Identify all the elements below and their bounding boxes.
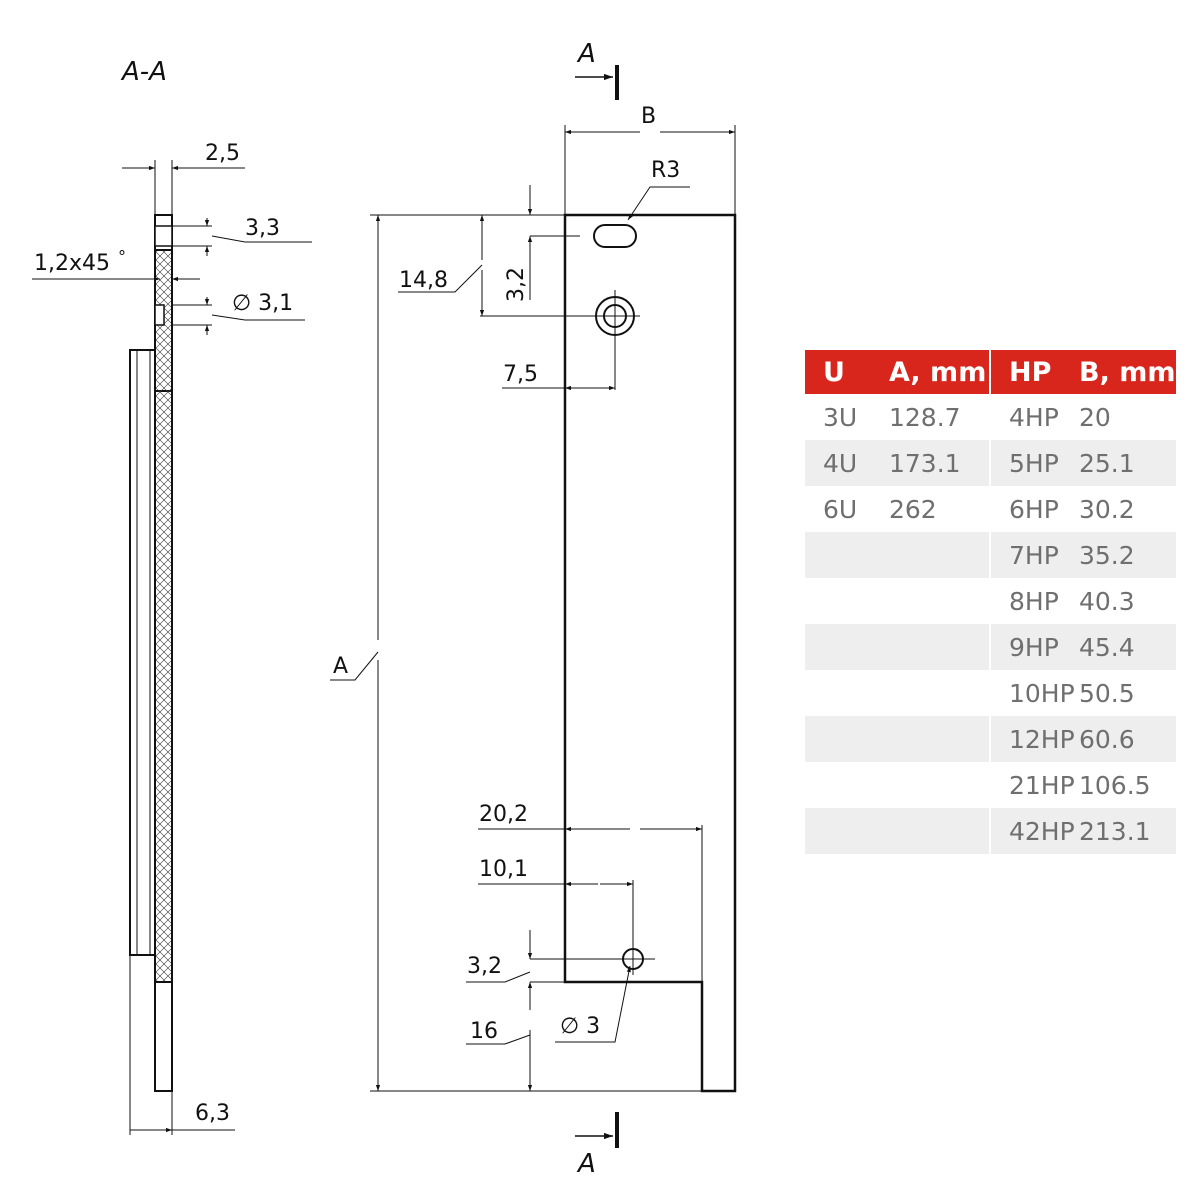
header-a: A, mm bbox=[889, 350, 990, 394]
cell-a: 262 bbox=[889, 494, 937, 524]
dim-notch-width: 20,2 bbox=[479, 802, 528, 827]
front-view: A A bbox=[330, 39, 737, 1179]
cell-u: 6U bbox=[823, 494, 858, 524]
dim-hole-x: 7,5 bbox=[503, 362, 538, 387]
cell-b: 60.6 bbox=[1079, 716, 1176, 762]
dim-slot-offset: 3,2 bbox=[504, 267, 529, 302]
cell-b: 50.5 bbox=[1079, 678, 1135, 708]
dim-bottom-hole-x: 10,1 bbox=[479, 857, 528, 882]
cell-b: 25.1 bbox=[1079, 440, 1176, 486]
cell-hp: 42HP bbox=[989, 808, 1079, 854]
section-marker-top: A bbox=[575, 39, 619, 100]
cell-a bbox=[889, 808, 990, 854]
cell-a bbox=[889, 624, 990, 670]
cell-b: 106.5 bbox=[1079, 770, 1151, 800]
cell-b: 35.2 bbox=[1079, 532, 1176, 578]
dim-thickness: 2,5 bbox=[205, 141, 240, 166]
cell-hp: 4HP bbox=[989, 394, 1079, 440]
cell-hp: 6HP bbox=[989, 486, 1079, 532]
cell-u: 3U bbox=[823, 402, 858, 432]
cell-a bbox=[889, 532, 990, 578]
header-hp: HP bbox=[989, 350, 1079, 394]
cell-u bbox=[805, 716, 889, 762]
dim-chamfer-degree: ° bbox=[118, 247, 126, 266]
section-mark-bottom: A bbox=[576, 1149, 596, 1179]
cell-u bbox=[805, 762, 889, 808]
cell-hp: 8HP bbox=[989, 578, 1079, 624]
cell-b: 20 bbox=[1079, 402, 1111, 432]
cell-a: 173.1 bbox=[889, 440, 990, 486]
section-hatch bbox=[154, 249, 173, 983]
dim-overall: 6,3 bbox=[195, 1101, 230, 1126]
dim-notch-height: 16 bbox=[470, 1019, 498, 1044]
cell-hp: 21HP bbox=[989, 762, 1079, 808]
header-b: B, mm bbox=[1079, 350, 1176, 394]
section-mark-top: A bbox=[576, 39, 596, 69]
cell-hp: 12HP bbox=[989, 716, 1079, 762]
cell-a: 128.7 bbox=[889, 402, 961, 432]
cell-u bbox=[805, 624, 889, 670]
cell-b: 40.3 bbox=[1079, 586, 1135, 616]
section-title: A-A bbox=[120, 57, 167, 87]
cell-a bbox=[889, 578, 990, 624]
cell-a bbox=[889, 762, 990, 808]
dim-height-label: A bbox=[333, 654, 348, 679]
cell-hp: 10HP bbox=[989, 670, 1079, 716]
dim-chamfer: 1,2x45 bbox=[34, 251, 110, 276]
dim-bottom-hole-y: 3,2 bbox=[467, 954, 502, 979]
cell-a bbox=[889, 670, 990, 716]
dim-top-offset: 14,8 bbox=[399, 268, 448, 293]
cell-a bbox=[889, 716, 990, 762]
section-marker-bottom: A bbox=[575, 1112, 619, 1179]
cell-hp: 5HP bbox=[989, 440, 1079, 486]
dim-bottom-hole-dia: ∅ 3 bbox=[560, 1014, 600, 1039]
front-panel-outline bbox=[563, 213, 737, 1093]
cell-b: 30.2 bbox=[1079, 494, 1135, 524]
cell-b: 213.1 bbox=[1079, 808, 1176, 854]
top-slot bbox=[593, 224, 637, 248]
cell-u: 4U bbox=[805, 440, 889, 486]
section-view: A-A 2,5 3,3 bbox=[32, 57, 312, 1135]
header-u: U bbox=[805, 350, 889, 394]
dim-slot-depth: 3,3 bbox=[245, 216, 280, 241]
dim-width-label: B bbox=[641, 104, 656, 129]
cell-u bbox=[805, 532, 889, 578]
table-header-row: U A, mm HP B, mm bbox=[805, 350, 1176, 394]
cell-b: 45.4 bbox=[1079, 624, 1176, 670]
cell-hp: 7HP bbox=[989, 532, 1079, 578]
dim-hole: ∅ 3,1 bbox=[232, 291, 293, 316]
cell-u bbox=[805, 578, 889, 624]
cell-u bbox=[805, 808, 889, 854]
cell-u bbox=[805, 670, 889, 716]
dim-radius: R3 bbox=[651, 158, 680, 183]
cell-hp: 9HP bbox=[989, 624, 1079, 670]
